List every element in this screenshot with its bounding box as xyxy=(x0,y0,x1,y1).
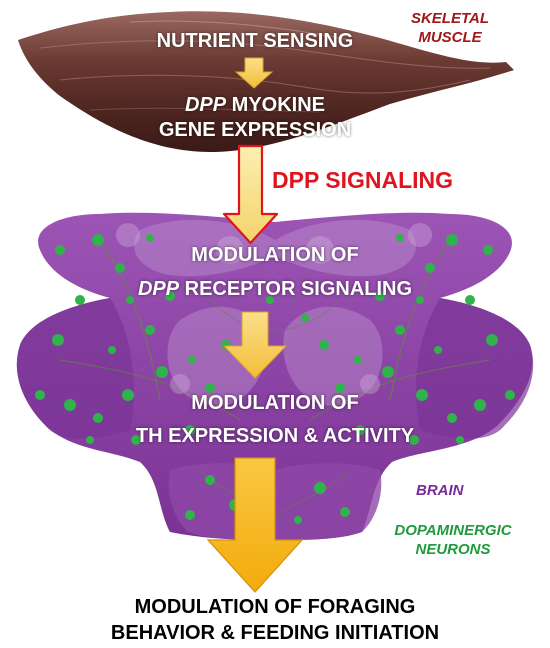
skeletal-muscle-tag-line1: SKELETAL xyxy=(410,10,490,27)
th-modulation-line1: MODULATION OF xyxy=(191,392,359,414)
nutrient-sensing-label: NUTRIENT SENSING xyxy=(156,30,354,52)
brain-highlight-blobs xyxy=(116,223,432,394)
dpp-myokine-label: DPP MYOKINE xyxy=(100,94,410,116)
dopaminergic-neuron-dots xyxy=(35,234,515,524)
dopaminergic-neurons-line2: NEURONS xyxy=(415,540,491,558)
outcome-line2: BEHAVIOR & FEEDING INITIATION xyxy=(110,622,440,644)
receptor-dpp-italic: DPP xyxy=(137,278,180,300)
receptor-modulation-line2: DPP RECEPTOR SIGNALING xyxy=(90,278,460,300)
receptor-modulation-line1: MODULATION OF xyxy=(191,244,359,266)
gene-expression-label: GENE EXPRESSION xyxy=(158,119,352,141)
receptor-to-th-arrow xyxy=(222,311,288,379)
muscle-internal-arrow xyxy=(234,57,274,89)
skeletal-muscle-tag: SKELETAL MUSCLE xyxy=(395,10,505,48)
skeletal-muscle-shape xyxy=(18,11,514,153)
skeletal-muscle-tag-line2: MUSCLE xyxy=(418,28,482,46)
dpp-myokine-italic: DPP xyxy=(184,94,227,116)
dpp-signaling-label: DPP SIGNALING xyxy=(272,167,454,193)
th-to-behavior-arrow xyxy=(206,457,304,593)
receptor-signaling-rest: RECEPTOR SIGNALING xyxy=(179,278,413,300)
dpp-signaling-arrow xyxy=(222,144,279,245)
dopaminergic-neurons-line1: DOPAMINERGIC xyxy=(394,522,512,539)
dopaminergic-neurons-tag: DOPAMINERGIC NEURONS xyxy=(378,522,528,560)
brain-tag: BRAIN xyxy=(416,482,464,499)
th-modulation-line2: TH EXPRESSION & ACTIVITY xyxy=(135,425,415,447)
dpp-myokine-rest: MYOKINE xyxy=(226,94,326,116)
outcome-line1: MODULATION OF FORAGING xyxy=(134,596,416,618)
